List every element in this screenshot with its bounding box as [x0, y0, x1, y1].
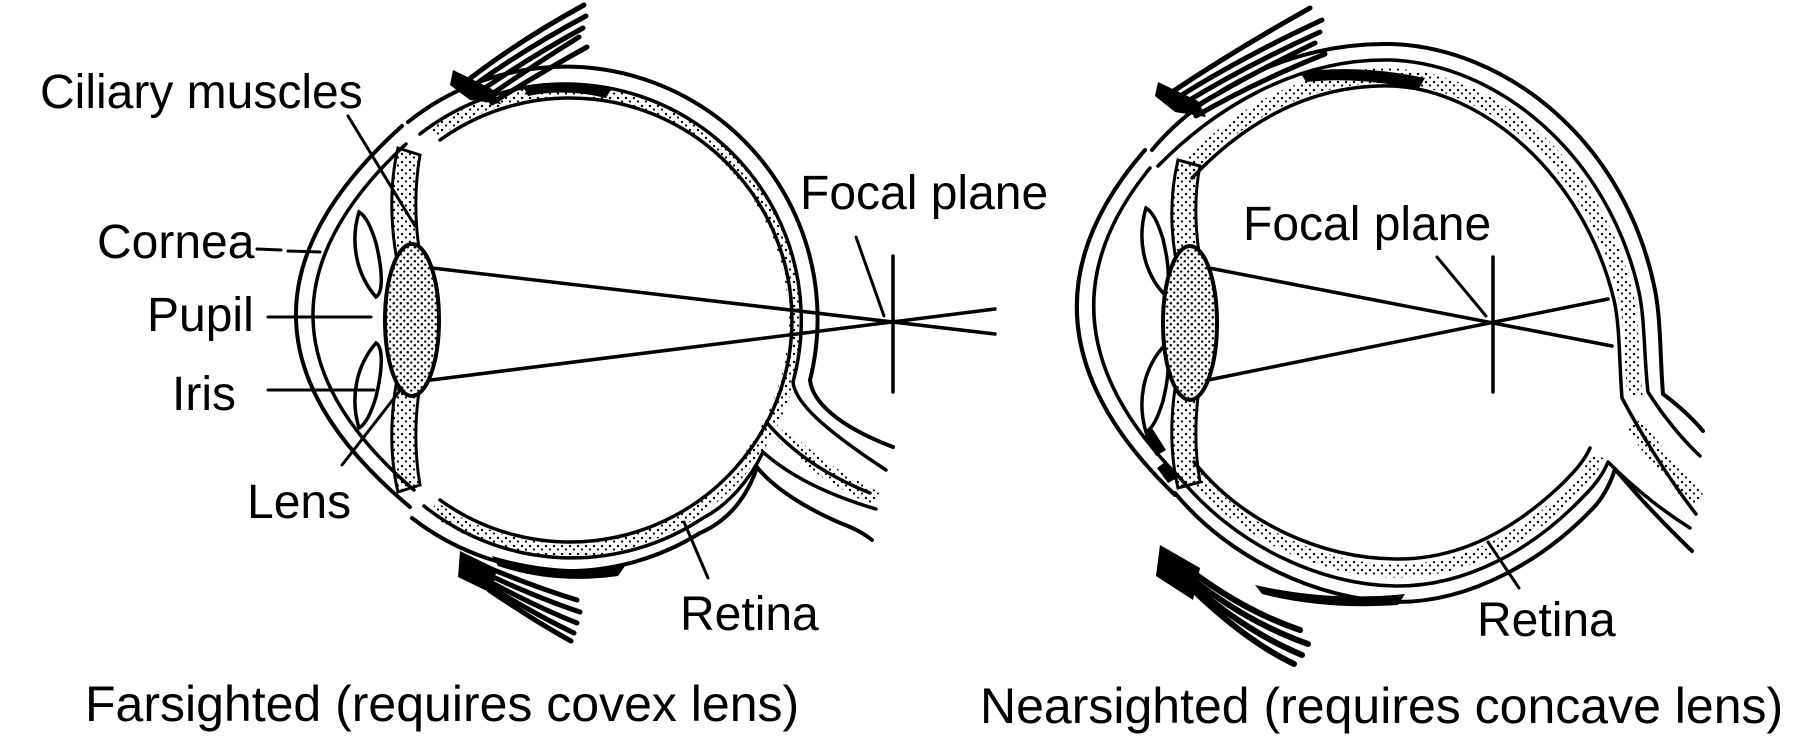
label-pupil: Pupil: [147, 289, 254, 342]
sclera-inner-bottom: [1178, 460, 1692, 588]
lens-shape: [1161, 244, 1219, 402]
retina-band-bottom: [1182, 453, 1604, 578]
caption-farsighted: Farsighted (requires covex lens): [85, 676, 799, 732]
lens-shape: [383, 242, 441, 398]
leader-cornea: [255, 247, 322, 254]
cornea-inner-arc: [1091, 166, 1182, 480]
label-retina-right: Retina: [1477, 594, 1616, 647]
muscle-bundle-bottom: [1156, 545, 1311, 667]
optic-nerve-line: [766, 422, 872, 495]
sclera-dark-patch-bottom: [492, 556, 625, 579]
junction-dark-mark-1: [1144, 428, 1166, 456]
sclera-dark-patch-bottom: [1255, 585, 1405, 607]
muscle-bundle-top: [1155, 5, 1328, 119]
label-ciliary-muscles: Ciliary muscles: [40, 66, 363, 119]
muscle-bundle-top: [450, 2, 590, 106]
retina-band-top: [1180, 68, 1643, 397]
light-ray-lower: [1206, 297, 1610, 382]
light-ray-upper: [430, 266, 997, 336]
farsighted-eye-drawing: [255, 2, 997, 644]
optic-nerve-stipple: [1626, 418, 1705, 509]
sclera-inner-top: [1156, 58, 1702, 458]
sclera-outer-top: [406, 64, 895, 449]
iris-upper-leaf: [1140, 205, 1170, 296]
leader-retina: [1486, 540, 1521, 590]
label-retina-left: Retina: [680, 588, 819, 641]
retina-inner-line-top: [1190, 84, 1698, 516]
caption-nearsighted: Nearsighted (requires concave lens): [980, 678, 1783, 734]
label-cornea: Cornea: [97, 216, 255, 269]
nearsighted-eye-drawing: [1074, 5, 1705, 667]
sclera-inner-bottom: [422, 450, 878, 560]
sclera-dark-patch-top: [1300, 69, 1425, 90]
junction-dark-mark-2: [1157, 462, 1177, 483]
leader-focal-plane: [1435, 255, 1488, 318]
cornea-outer-arc: [1074, 148, 1177, 497]
label-focal-plane-left: Focal plane: [800, 167, 1048, 220]
sclera-outer-bottom: [1173, 467, 1694, 605]
label-lens: Lens: [247, 476, 351, 529]
retina-inner-line-bottom: [1192, 446, 1592, 561]
leader-focal-plane: [854, 235, 886, 318]
muscle-bundle-bottom: [458, 551, 583, 644]
iris-lower-leaf: [353, 340, 383, 431]
light-ray-upper: [1207, 266, 1614, 348]
sclera-dark-patch-top: [523, 82, 612, 98]
iris-upper-leaf: [353, 209, 383, 300]
light-ray-lower: [429, 307, 997, 382]
leader-ciliary-muscles: [346, 114, 417, 228]
label-focal-plane-right: Focal plane: [1243, 198, 1491, 251]
label-iris: Iris: [172, 368, 236, 421]
retina-inner-line: [438, 96, 794, 544]
retina-band: [428, 83, 803, 557]
leader-lens: [340, 386, 404, 467]
sclera-outer-bottom: [410, 465, 874, 574]
leader-retina: [682, 520, 710, 580]
